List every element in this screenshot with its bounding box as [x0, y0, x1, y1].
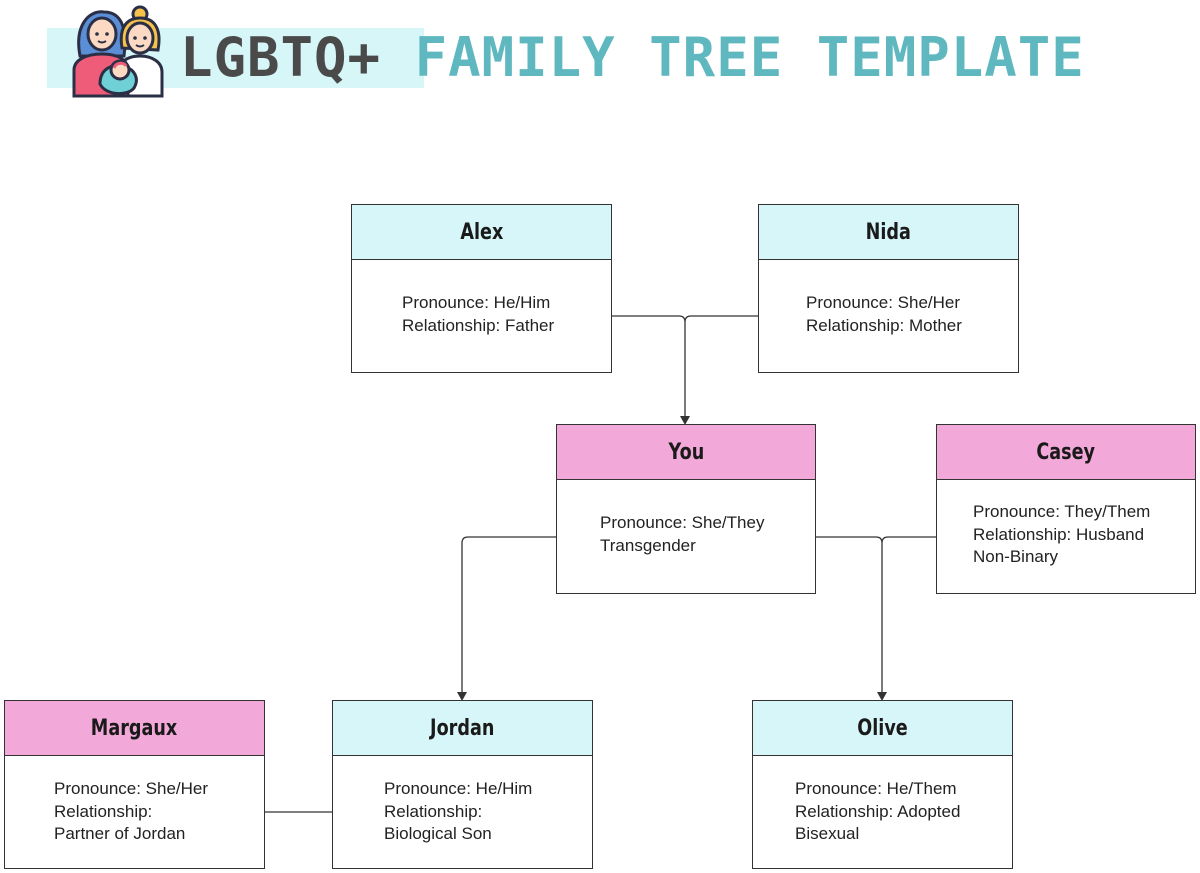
- node-nida-details: Pronounce: She/Her Relationship: Mother: [759, 260, 1018, 337]
- node-margaux[interactable]: Margaux Pronounce: She/Her Relationship:…: [4, 700, 265, 869]
- title-part-family-tree: FAMILY TREE TEMPLATE: [414, 26, 1085, 89]
- page-title: LGBTQ+ FAMILY TREE TEMPLATE: [180, 26, 1085, 90]
- node-you-details: Pronounce: She/They Transgender: [557, 480, 815, 557]
- node-olive-name: Olive: [753, 701, 1012, 756]
- node-jordan-line: Relationship:: [384, 801, 483, 821]
- node-margaux-line: Relationship:: [54, 801, 153, 821]
- node-you-line: Transgender: [600, 535, 696, 555]
- connector-you-to-jordan: [461, 536, 556, 693]
- node-margaux-details: Pronounce: She/Her Relationship: Partner…: [5, 756, 264, 846]
- node-margaux-line: Pronounce: She/Her: [54, 779, 209, 798]
- node-casey-line: Pronounce: They/Them: [973, 502, 1151, 521]
- node-you[interactable]: You Pronounce: She/They Transgender: [556, 424, 816, 594]
- title-part-lgbtq: LGBTQ+: [180, 26, 382, 89]
- node-alex[interactable]: Alex Pronounce: He/Him Relationship: Fat…: [351, 204, 612, 373]
- node-casey-name: Casey: [937, 425, 1195, 480]
- node-olive-line: Pronounce: He/Them: [795, 779, 957, 798]
- node-olive-line: Relationship: Adopted: [795, 801, 961, 821]
- node-margaux-line: Partner of Jordan: [54, 824, 186, 843]
- node-casey-line: Non-Binary: [973, 547, 1059, 566]
- node-olive-details: Pronounce: He/Them Relationship: Adopted…: [753, 756, 1012, 846]
- node-nida-line: Relationship: Mother: [806, 315, 962, 335]
- node-you-line: Pronounce: She/They: [600, 513, 765, 532]
- node-olive-line: Bisexual: [795, 824, 860, 843]
- node-alex-details: Pronounce: He/Him Relationship: Father: [352, 260, 611, 337]
- node-jordan[interactable]: Jordan Pronounce: He/Him Relationship: B…: [332, 700, 593, 869]
- node-nida-line: Pronounce: She/Her: [806, 293, 961, 312]
- node-jordan-name: Jordan: [333, 701, 592, 756]
- node-jordan-details: Pronounce: He/Him Relationship: Biologic…: [333, 756, 592, 846]
- node-jordan-line: Biological Son: [384, 824, 492, 843]
- node-olive[interactable]: Olive Pronounce: He/Them Relationship: A…: [752, 700, 1013, 869]
- lgbtq-family-icon: [72, 5, 164, 98]
- node-casey-details: Pronounce: They/Them Relationship: Husba…: [937, 480, 1195, 569]
- node-nida[interactable]: Nida Pronounce: She/Her Relationship: Mo…: [758, 204, 1019, 373]
- node-alex-line: Relationship: Father: [402, 315, 555, 335]
- connector-parents-to-you: [612, 315, 758, 323]
- node-margaux-name: Margaux: [5, 701, 264, 756]
- node-casey[interactable]: Casey Pronounce: They/Them Relationship:…: [936, 424, 1196, 594]
- node-casey-line: Relationship: Husband: [973, 524, 1145, 544]
- node-nida-name: Nida: [759, 205, 1018, 260]
- node-alex-name: Alex: [352, 205, 611, 260]
- node-jordan-line: Pronounce: He/Him: [384, 779, 533, 798]
- node-alex-line: Pronounce: He/Him: [402, 293, 551, 312]
- node-you-name: You: [557, 425, 815, 480]
- connector-you-casey-to-olive: [816, 536, 936, 544]
